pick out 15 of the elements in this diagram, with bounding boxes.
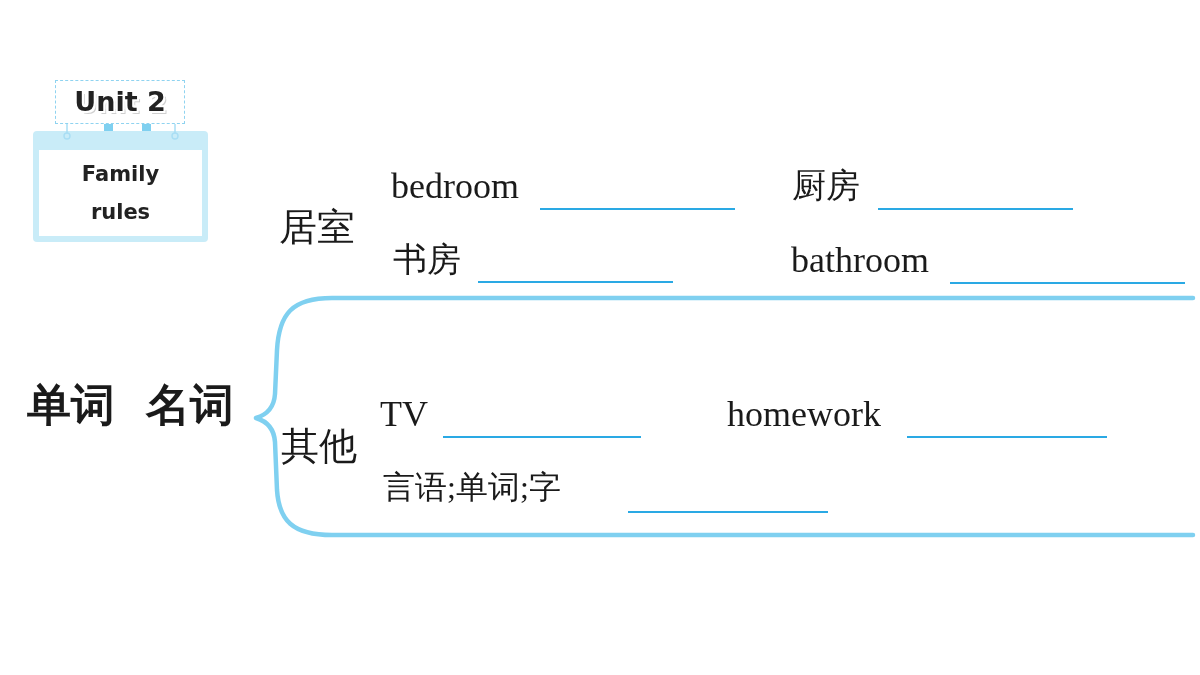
hanger-line	[171, 123, 179, 140]
hanger-line	[63, 123, 71, 140]
sign-board: Family rules	[33, 131, 208, 242]
category-label: 居室	[279, 206, 355, 250]
word-text: 书房	[393, 240, 461, 280]
word-text: TV	[380, 394, 428, 436]
title-sign: Unit 2	[55, 80, 185, 124]
word-text: 言语;单词;字	[383, 469, 561, 506]
word-text: bathroom	[791, 240, 929, 282]
word-text: homework	[727, 394, 881, 436]
heading: 单词	[27, 380, 115, 431]
category-label: 其他	[281, 425, 357, 469]
subheading: 名词	[146, 380, 234, 431]
word-text: bedroom	[391, 166, 519, 208]
word-text: 厨房	[792, 166, 860, 206]
